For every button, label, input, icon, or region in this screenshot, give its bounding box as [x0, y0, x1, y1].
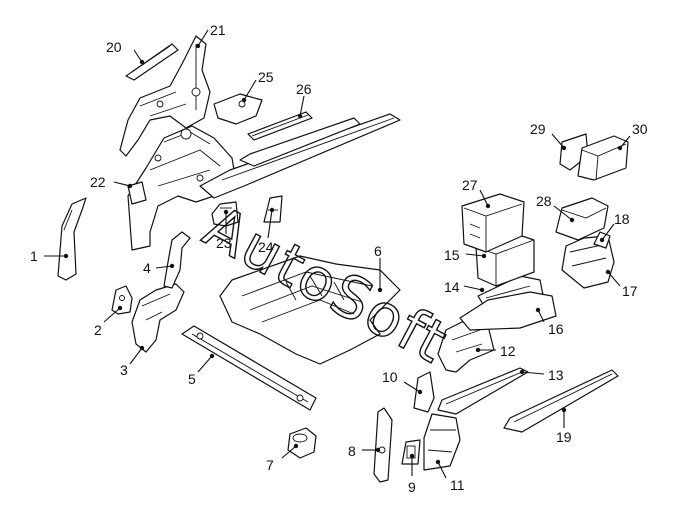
callout-4: 4 — [143, 260, 151, 276]
part-8 — [373, 407, 393, 483]
part-23 — [211, 201, 239, 227]
callout-15: 15 — [444, 247, 460, 263]
part-26 — [247, 111, 313, 141]
callout-1: 1 — [30, 248, 38, 264]
callout-14: 14 — [444, 279, 460, 295]
callout-10: 10 — [382, 369, 398, 385]
callout-23: 23 — [216, 235, 232, 251]
callout-24: 24 — [258, 239, 274, 255]
callout-9: 9 — [408, 479, 416, 495]
part-30 — [577, 135, 629, 181]
part-9 — [401, 439, 421, 465]
callout-labels: 1 2 3 4 5 6 7 8 9 10 11 12 13 14 15 16 1… — [30, 22, 648, 495]
callout-13: 13 — [548, 367, 564, 383]
part-19 — [503, 369, 619, 433]
callout-28: 28 — [536, 193, 552, 209]
callout-17: 17 — [622, 283, 638, 299]
callout-5: 5 — [188, 371, 196, 387]
part-13 — [437, 367, 529, 415]
frame-rails — [199, 113, 401, 199]
part-2 — [111, 285, 133, 315]
callout-22: 22 — [90, 174, 106, 190]
callout-21: 21 — [210, 22, 226, 38]
part-28 — [555, 197, 609, 241]
part-1 — [57, 197, 87, 281]
callout-2: 2 — [94, 322, 102, 338]
part-21 — [119, 35, 211, 157]
callout-18: 18 — [614, 211, 630, 227]
callout-12: 12 — [500, 343, 516, 359]
part-20 — [125, 43, 179, 81]
part-7 — [287, 427, 317, 459]
callout-6: 6 — [374, 243, 382, 259]
part-6 — [219, 255, 401, 365]
part-11 — [423, 413, 461, 471]
callout-leaders — [44, 29, 631, 479]
callout-26: 26 — [296, 81, 312, 97]
part-drawings: AutoSoft — [57, 35, 629, 483]
part-16 — [459, 291, 557, 331]
part-3 — [131, 283, 185, 353]
callout-19: 19 — [556, 429, 572, 445]
part-25 — [213, 93, 263, 125]
part-17 — [561, 235, 615, 289]
callout-8: 8 — [348, 443, 356, 459]
callout-20: 20 — [106, 39, 122, 55]
callout-11: 11 — [450, 477, 465, 493]
callout-3: 3 — [120, 362, 128, 378]
callout-16: 16 — [548, 321, 564, 337]
callout-29: 29 — [530, 121, 546, 137]
callout-30: 30 — [632, 121, 648, 137]
callout-25: 25 — [258, 69, 274, 85]
callout-27: 27 — [462, 177, 478, 193]
part-4 — [163, 231, 191, 289]
part-5 — [181, 325, 317, 411]
callout-7: 7 — [266, 457, 274, 473]
part-27 — [461, 193, 525, 253]
part-10 — [413, 371, 435, 413]
